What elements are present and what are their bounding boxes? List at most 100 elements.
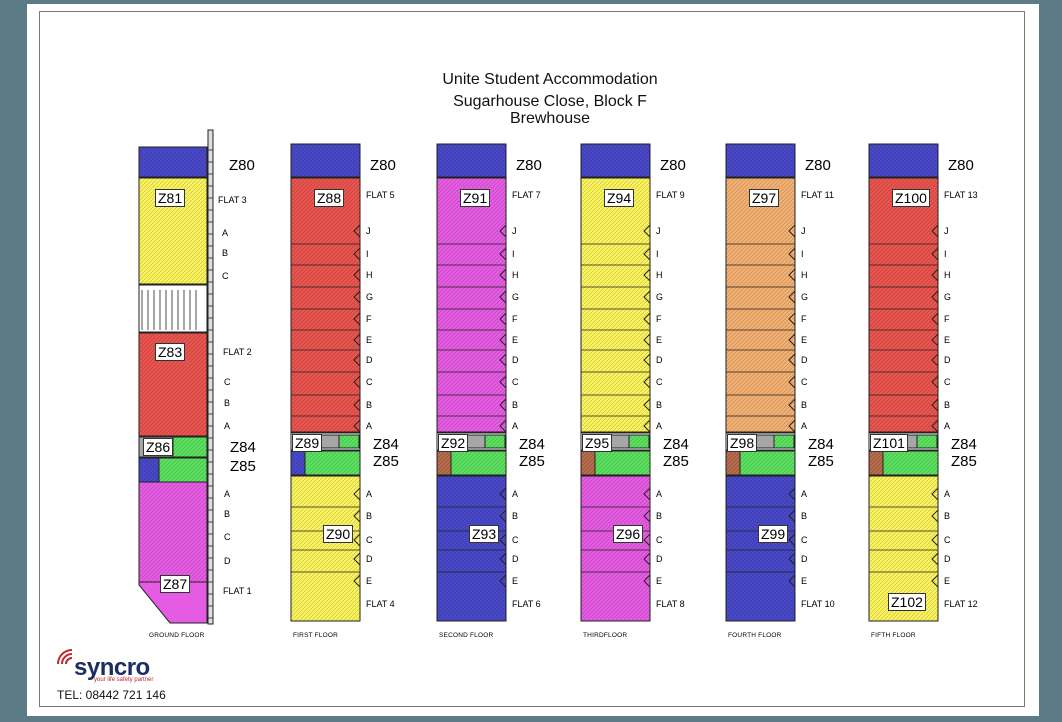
room-label: H [944, 270, 951, 280]
room-door-notch [643, 398, 651, 412]
mid-zone-label: Z101 [870, 434, 908, 452]
room-door-notch [788, 268, 796, 282]
room-label: B [801, 511, 808, 521]
room-door-notch [788, 224, 796, 238]
ground-z84-zone-hatch [173, 437, 207, 457]
ground-room-label: A [224, 489, 231, 499]
room-door-notch [499, 312, 507, 326]
z80-stair-zone-hatch [291, 144, 360, 177]
room-door-notch [643, 312, 651, 326]
ground-floor-plan [138, 129, 214, 625]
room-door-notch [643, 375, 651, 389]
room-label: I [512, 249, 515, 259]
room-label: E [801, 576, 808, 586]
room-door-notch [643, 509, 651, 523]
corner-zone-hatch [726, 451, 740, 475]
mid-zone-label: Z92 [438, 434, 469, 452]
room-label: C [944, 535, 951, 545]
room-label: A [366, 421, 373, 431]
mid-zone-label: Z89 [292, 434, 323, 452]
room-label: B [944, 400, 951, 410]
z80-stair-zone-hatch [726, 144, 795, 177]
bottom-flat-zone-hatch [726, 476, 795, 621]
room-door-notch [931, 312, 939, 326]
room-door-notch [499, 552, 507, 566]
room-door-notch [643, 487, 651, 501]
room-door-notch [643, 552, 651, 566]
room-label: E [512, 576, 519, 586]
z84-label: Z84 [808, 436, 834, 453]
z80-label: Z80 [660, 157, 686, 174]
z80-label: Z80 [805, 157, 831, 174]
title-line-2: Sugarhouse Close, Block F [453, 93, 647, 110]
room-label: D [366, 355, 373, 365]
ground-room-label: B [224, 509, 231, 519]
room-label: J [512, 226, 517, 236]
room-label: A [944, 421, 951, 431]
level-label: THIRDFLOOR [583, 632, 628, 639]
room-door-notch [931, 398, 939, 412]
room-label: D [944, 554, 951, 564]
z80-stair-zone-hatch [581, 144, 650, 177]
ground-z84-label: Z84 [230, 439, 256, 456]
room-door-notch [931, 224, 939, 238]
level-label: FOURTH FLOOR [728, 632, 782, 639]
mid-zone-label: Z98 [727, 434, 758, 452]
room-door-notch [788, 574, 796, 588]
room-label: B [656, 400, 663, 410]
room-label: F [366, 314, 372, 324]
level-label: FIFTH FLOOR [871, 632, 916, 639]
room-label: E [801, 335, 808, 345]
room-door-notch [931, 552, 939, 566]
room-door-notch [788, 290, 796, 304]
ground-flat1-zone-hatch [139, 482, 207, 582]
ground-stair-zone [138, 284, 208, 333]
room-door-notch [788, 312, 796, 326]
room-door-notch [931, 375, 939, 389]
room-label: G [944, 292, 952, 302]
room-door-notch [499, 375, 507, 389]
room-label: E [944, 335, 951, 345]
room-door-notch [353, 353, 361, 367]
room-door-notch [353, 487, 361, 501]
room-label: F [801, 314, 807, 324]
room-door-notch [353, 533, 361, 547]
room-door-notch [931, 509, 939, 523]
room-door-notch [499, 333, 507, 347]
room-label: I [944, 249, 947, 259]
z84-label: Z84 [663, 436, 689, 453]
room-door-notch [788, 509, 796, 523]
room-door-notch [643, 247, 651, 261]
room-label: H [512, 270, 519, 280]
z85-zone-hatch [305, 451, 360, 475]
corner-zone-hatch [437, 451, 451, 475]
top-flat-label: FLAT 9 [656, 190, 685, 200]
room-label: C [944, 377, 951, 387]
top-flat-zone-hatch [291, 178, 360, 432]
ground-room-label: A [224, 421, 231, 431]
mid-zone-label: Z95 [582, 434, 613, 452]
room-label: I [656, 249, 659, 259]
room-door-notch [643, 419, 651, 433]
room-door-notch [931, 247, 939, 261]
bottom-flat-label: FLAT 6 [512, 599, 541, 609]
room-label: E [944, 576, 951, 586]
room-label: I [366, 249, 369, 259]
bottom-flat-label: FLAT 10 [801, 599, 835, 609]
room-door-notch [788, 419, 796, 433]
corner-zone-hatch [869, 451, 883, 475]
room-door-notch [788, 247, 796, 261]
z84-label: Z84 [373, 436, 399, 453]
ground-flat2-label: FLAT 2 [223, 347, 252, 357]
top-flat-zone-hatch [581, 178, 650, 432]
room-label: F [512, 314, 518, 324]
room-door-notch [499, 419, 507, 433]
z84-label: Z84 [951, 436, 977, 453]
room-label: D [366, 554, 373, 564]
room-label: C [801, 535, 808, 545]
room-door-notch [643, 268, 651, 282]
top-zone-label: Z91 [460, 189, 491, 207]
z80-stair-zone-hatch [437, 144, 506, 177]
room-door-notch [788, 398, 796, 412]
room-label: D [801, 355, 808, 365]
